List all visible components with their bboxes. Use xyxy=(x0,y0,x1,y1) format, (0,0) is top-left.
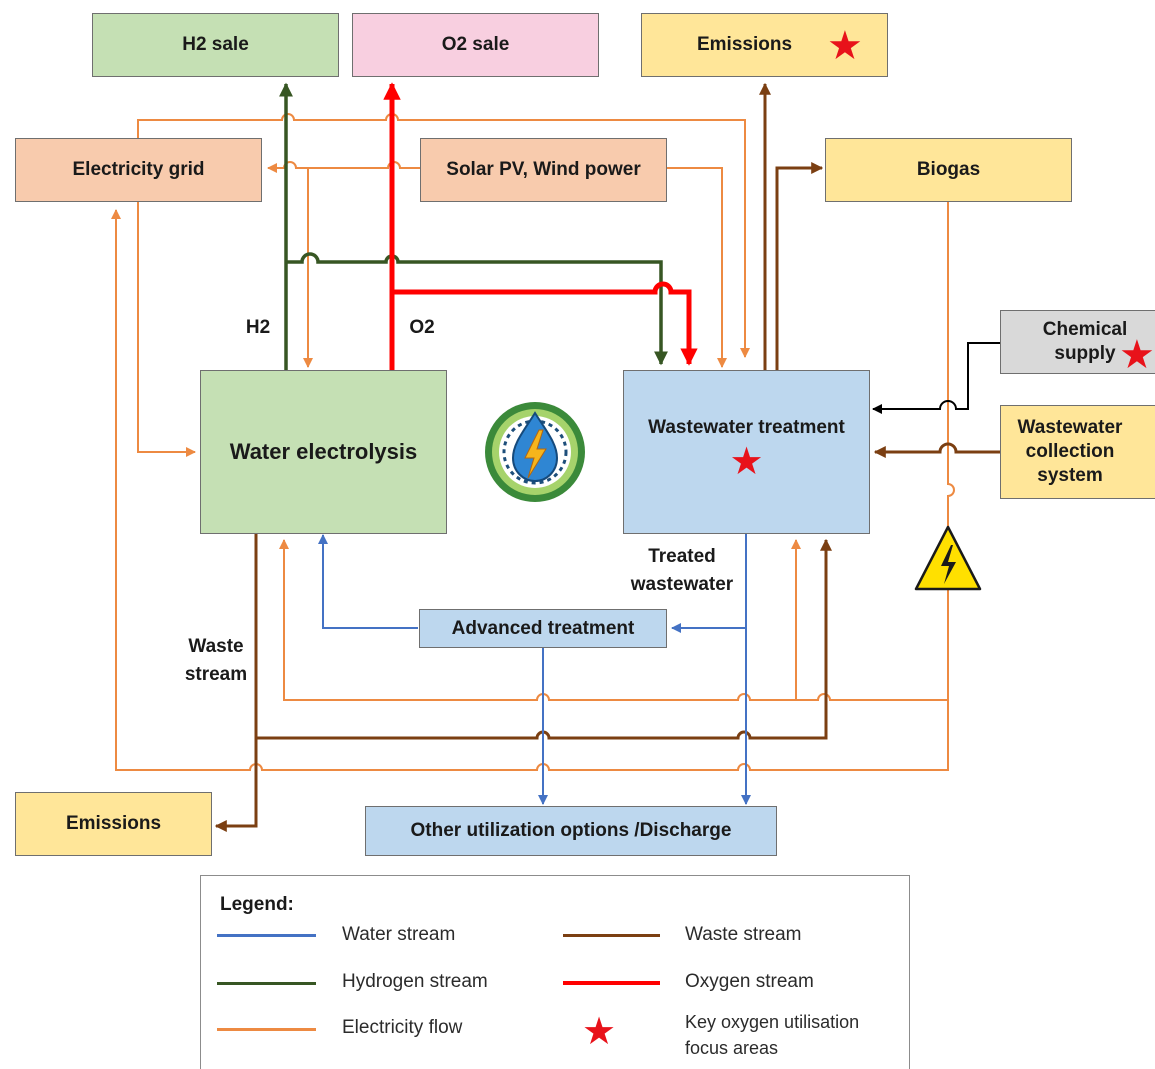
legend-oxygen-swatch xyxy=(563,981,660,985)
legend-box: Legend: Water stream Waste stream Hydrog… xyxy=(200,875,910,1069)
solar-wind-label: Solar PV, Wind power xyxy=(446,159,641,181)
legend-hydrogen-label: Hydrogen stream xyxy=(342,971,488,992)
solar-to-wwt-line xyxy=(667,167,727,368)
emissions-top-label: Emissions xyxy=(696,34,793,56)
legend-waste-swatch xyxy=(563,934,660,937)
treated-wastewater-label: Treated wastewater xyxy=(630,546,734,595)
emissions-bottom-box: Emissions xyxy=(15,792,212,856)
h2-to-wwt-line xyxy=(286,252,668,366)
h2-sale-label: H2 sale xyxy=(182,34,249,56)
oxygen-flows xyxy=(383,82,698,372)
wastewater-treatment-box: Wastewater treatment ★ xyxy=(623,370,870,534)
emissions-top-box: Emissions ★ xyxy=(641,13,888,77)
water-electrolysis-label: Water electrolysis xyxy=(229,439,418,465)
legend-water-label: Water stream xyxy=(342,924,456,945)
water-electrolysis-box: Water electrolysis xyxy=(200,370,447,534)
other-utilization-label: Other utilization options /Discharge xyxy=(410,820,732,842)
legend-title: Legend: xyxy=(220,894,294,915)
chemical-supply-line xyxy=(872,342,1000,414)
grid-to-wwt-line xyxy=(137,113,750,358)
wwt-to-biogas-line xyxy=(775,162,824,372)
electricity-flows xyxy=(111,113,955,771)
wastewater-collection-label: Wastewater collection system xyxy=(1017,417,1123,486)
chemical-supply-label: Chemical supply xyxy=(1042,319,1128,364)
h2-sale-box: H2 sale xyxy=(92,13,339,77)
legend-hydrogen-swatch xyxy=(217,982,316,985)
biogas-label: Biogas xyxy=(916,159,981,181)
other-utilization-box: Other utilization options /Discharge xyxy=(365,806,777,856)
legend-water-swatch xyxy=(217,934,316,937)
biogas-box: Biogas xyxy=(825,138,1072,202)
legend-oxygen-label: Oxygen stream xyxy=(685,971,814,992)
wastewater-treatment-label: Wastewater treatment xyxy=(648,417,845,439)
legend-electricity-swatch xyxy=(217,1028,316,1031)
grid-to-electrolysis-line xyxy=(137,202,196,457)
o2-flow-label: O2 xyxy=(409,317,435,338)
solar-to-grid-line xyxy=(267,161,420,173)
h2-flow-label: H2 xyxy=(245,317,271,338)
advanced-to-electrolysis-line xyxy=(318,534,418,629)
high-voltage-warning-icon xyxy=(914,525,982,591)
o2-sale-box: O2 sale xyxy=(352,13,599,77)
red-star-icon: ★ xyxy=(827,23,863,69)
collection-to-wwt-line xyxy=(873,442,1000,458)
red-star-icon: ★ xyxy=(582,1009,617,1053)
legend-electricity-label: Electricity flow xyxy=(342,1017,463,1038)
advanced-treatment-box: Advanced treatment xyxy=(419,609,667,648)
waste-stream-label: Waste stream xyxy=(184,636,248,685)
advanced-treatment-label: Advanced treatment xyxy=(451,617,635,639)
waste-to-emissions-line xyxy=(214,534,258,832)
red-star-icon: ★ xyxy=(729,438,764,483)
hydrogen-flows xyxy=(279,82,668,372)
waste-flows xyxy=(214,82,1000,832)
electricity-grid-label: Electricity grid xyxy=(72,159,205,181)
waste-to-wwt-line xyxy=(256,538,832,740)
water-flows xyxy=(318,534,751,805)
legend-key-focus-label: Key oxygen utilisation focus areas xyxy=(685,1012,860,1059)
wastewater-collection-box: Wastewater collection system xyxy=(1000,405,1155,499)
electricity-grid-box: Electricity grid xyxy=(15,138,262,202)
biogas-to-wwt-line xyxy=(791,202,955,701)
legend-waste-label: Waste stream xyxy=(685,924,802,945)
water-energy-logo-icon xyxy=(485,402,585,502)
o2-to-wwt-line xyxy=(392,281,698,366)
emissions-bottom-label: Emissions xyxy=(65,813,162,835)
chemical-supply-box: Chemical supply ★ xyxy=(1000,310,1155,378)
biogas-to-electrolysis-line xyxy=(279,539,796,701)
o2-sale-label: O2 sale xyxy=(441,34,510,56)
solar-wind-box: Solar PV, Wind power xyxy=(420,138,667,202)
red-star-icon: ★ xyxy=(1119,332,1155,378)
